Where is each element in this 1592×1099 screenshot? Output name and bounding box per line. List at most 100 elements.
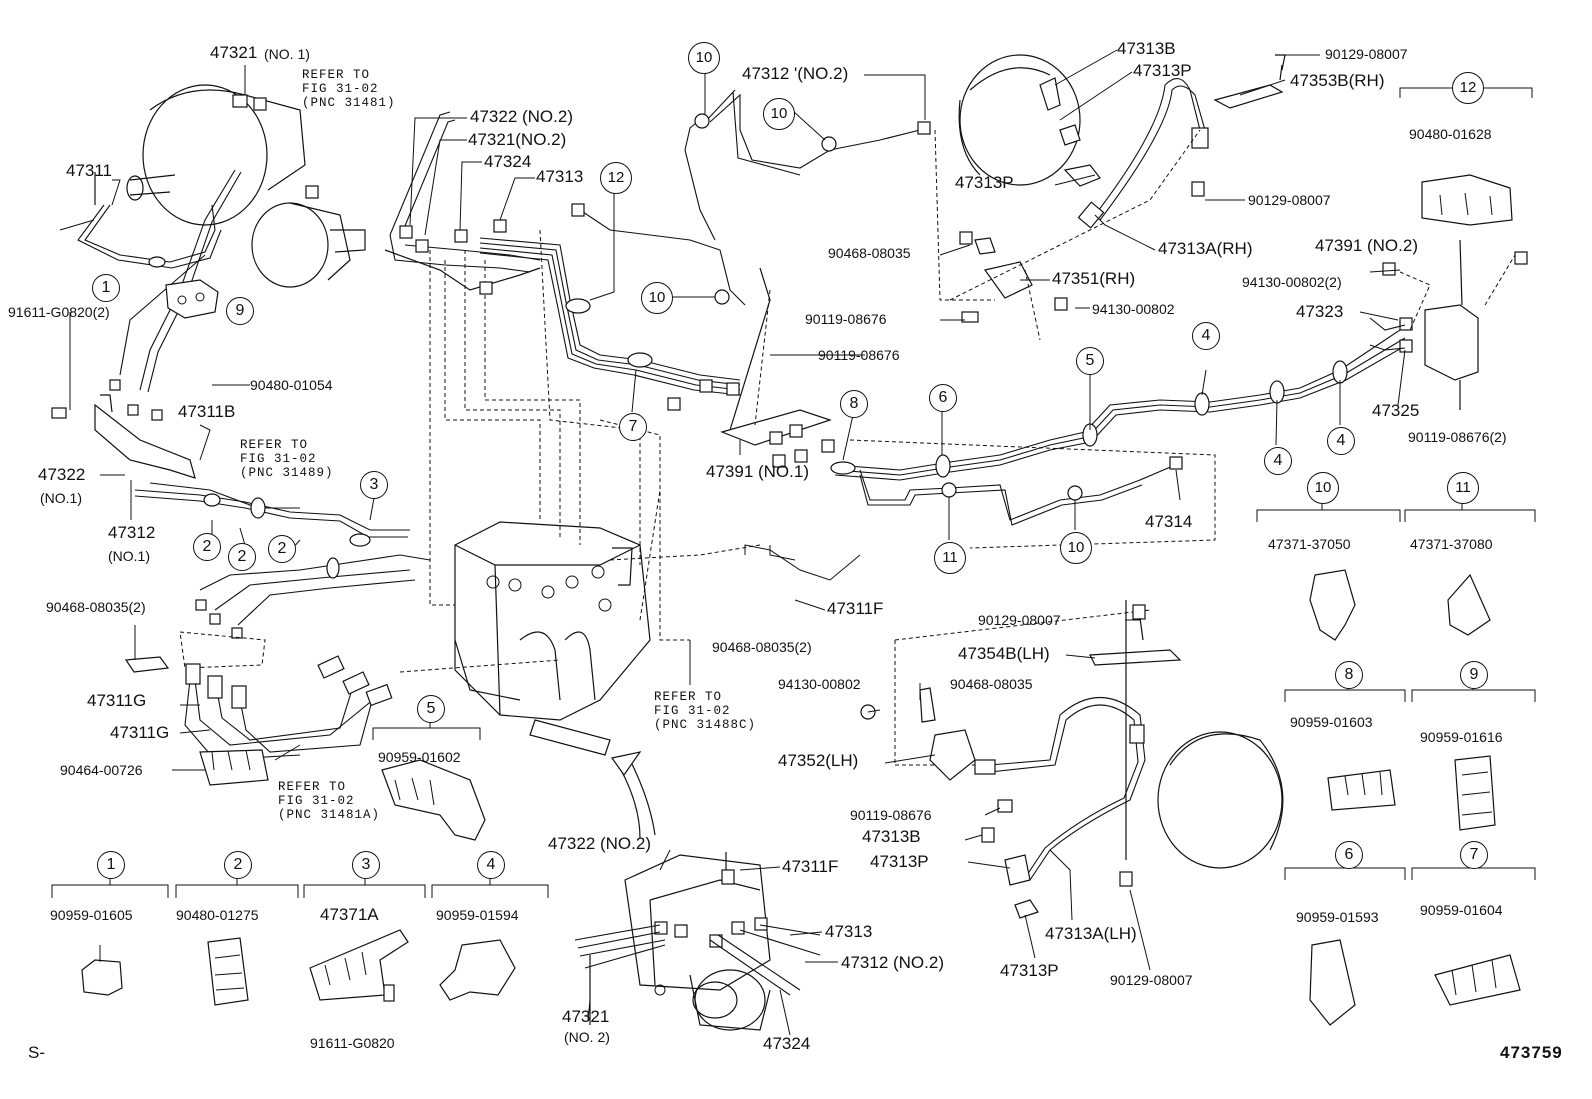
- label-47314: 47314: [1145, 512, 1193, 531]
- label-47353b-rh: 47353B(RH): [1290, 71, 1385, 90]
- callout-9-kit: 9: [1460, 661, 1488, 689]
- label-47321-bot: 47321: [562, 1007, 610, 1026]
- label-90129-08007-c: 90129-08007: [978, 612, 1061, 628]
- label-47354b-lh: 47354B(LH): [958, 644, 1050, 663]
- label-47325: 47325: [1372, 401, 1420, 420]
- callout-10-bottom: 10: [1060, 532, 1092, 564]
- label-90129-08007-d: 90129-08007: [1110, 972, 1193, 988]
- callout-4a: 4: [1192, 322, 1220, 350]
- kit-insets-left: [51, 720, 549, 1006]
- label-no1-c: (NO.1): [108, 548, 150, 564]
- callout-7: 7: [619, 413, 647, 441]
- kit-6-part: 90959-01593: [1296, 909, 1379, 925]
- label-47311: 47311: [66, 161, 113, 180]
- label-47313-bot: 47313: [825, 922, 873, 941]
- label-47312-no1: 47312: [108, 523, 156, 542]
- kit-3b-part: 91611-G0820: [310, 1035, 395, 1051]
- label-94130-00802-2: 94130-00802(2): [1242, 274, 1342, 290]
- label-47313-top: 47313: [536, 167, 584, 186]
- callout-12-top: 12: [600, 162, 632, 194]
- callout-1-kit: 1: [97, 851, 125, 879]
- callout-6-kit: 6: [1335, 841, 1363, 869]
- label-47321-no2-top: 47321(NO.2): [468, 130, 567, 149]
- label-90480-01628: 90480-01628: [1409, 126, 1492, 142]
- label-47311g-a: 47311G: [87, 691, 147, 710]
- callout-10-mid: 10: [763, 98, 795, 130]
- kit-3-part: 47371A: [320, 905, 379, 924]
- refer-note-31489: REFER TO FIG 31-02 (PNC 31489): [240, 438, 334, 480]
- label-47313a-lh: 47313A(LH): [1045, 924, 1137, 943]
- label-90959-01602: 90959-01602: [378, 749, 461, 765]
- label-47313p-top: 47313P: [1133, 61, 1192, 80]
- label-90468-08035-2a: 90468-08035(2): [46, 599, 146, 615]
- refer-note-31488c: REFER TO FIG 31-02 (PNC 31488C): [654, 690, 757, 732]
- callout-10-top: 10: [688, 42, 720, 74]
- callout-10-kit: 10: [1307, 472, 1339, 504]
- label-90119-08676-b: 90119-08676: [818, 347, 900, 363]
- label-90468-08035-a: 90468-08035: [828, 245, 911, 261]
- label-47312-no2-bot: 47312 (NO.2): [841, 953, 944, 972]
- callout-11-kit: 11: [1447, 472, 1479, 504]
- refer-note-31481: REFER TO FIG 31-02 (PNC 31481): [302, 68, 396, 110]
- callout-4-kit: 4: [477, 851, 505, 879]
- callout-2b: 2: [228, 543, 256, 571]
- label-47313b-top: 47313B: [1117, 39, 1176, 58]
- label-no2-bot: (NO. 2): [564, 1029, 610, 1045]
- label-90119-08676-c: 90119-08676: [850, 807, 932, 823]
- label-47324-top: 47324: [484, 152, 532, 171]
- kit-2-part: 90480-01275: [176, 907, 259, 923]
- callout-4c: 4: [1327, 427, 1355, 455]
- callout-10-left: 10: [641, 282, 673, 314]
- label-47322-no2-top: 47322 (NO.2): [470, 107, 573, 126]
- label-91611-g0820-2: 91611-G0820(2): [8, 304, 110, 320]
- label-90468-08035-b: 90468-08035: [950, 676, 1033, 692]
- footer-code: 473759: [1500, 1043, 1563, 1062]
- callout-3-kit: 3: [352, 851, 380, 879]
- label-47311f-b: 47311F: [782, 857, 839, 876]
- callout-2a: 2: [193, 533, 221, 561]
- label-47352-lh: 47352(LH): [778, 751, 859, 770]
- kit-4-part: 90959-01594: [436, 907, 519, 923]
- label-94130-00802-b: 94130-00802: [778, 676, 861, 692]
- label-47321-no1: 47321: [210, 43, 258, 62]
- callout-5-kit: 5: [417, 695, 445, 723]
- label-90468-08035-2b: 90468-08035(2): [712, 639, 812, 655]
- callout-2c: 2: [268, 535, 296, 563]
- kit-10-part: 47371-37050: [1268, 536, 1351, 552]
- callout-11: 11: [934, 542, 966, 574]
- kit-9-part: 90959-01616: [1420, 729, 1503, 745]
- callout-8: 8: [840, 390, 868, 418]
- label-47323: 47323: [1296, 302, 1344, 321]
- label-90119-08676-a: 90119-08676: [805, 311, 887, 327]
- refer-note-31481a: REFER TO FIG 31-02 (PNC 31481A): [278, 780, 381, 822]
- actuator-bottom-drawing: [624, 854, 771, 1031]
- label-47322-no2-bot: 47322 (NO.2): [548, 834, 651, 853]
- label-47322-no1: 47322: [38, 465, 86, 484]
- label-90129-08007-a: 90129-08007: [1325, 46, 1408, 62]
- label-47391-no1: 47391 (NO.1): [706, 462, 809, 481]
- label-47312-no2-top: 47312 '(NO.2): [742, 64, 849, 83]
- label-no1-b: (NO.1): [40, 490, 82, 506]
- callout-3: 3: [360, 471, 388, 499]
- callout-9: 9: [226, 297, 254, 325]
- callout-5: 5: [1076, 347, 1104, 375]
- label-47311b: 47311B: [178, 402, 236, 421]
- kit-8-part: 90959-01603: [1290, 714, 1373, 730]
- callout-4b: 4: [1264, 447, 1292, 475]
- label-47313p-bot: 47313P: [870, 852, 929, 871]
- label-47311f-a: 47311F: [827, 599, 884, 618]
- footer-left: S-: [28, 1043, 45, 1062]
- label-no1-a: (NO. 1): [264, 46, 310, 62]
- callout-7-kit: 7: [1460, 841, 1488, 869]
- callout-8-kit: 8: [1335, 661, 1363, 689]
- kit-7-part: 90959-01604: [1420, 902, 1503, 918]
- kit-insets-right: [1256, 80, 1536, 1026]
- callout-12-kit: 12: [1452, 72, 1484, 104]
- label-47311g-b: 47311G: [110, 723, 170, 742]
- kit-11-part: 47371-37080: [1410, 536, 1493, 552]
- label-94130-00802-a: 94130-00802: [1092, 301, 1175, 317]
- label-47391-no2: 47391 (NO.2): [1315, 236, 1418, 255]
- label-47313a-rh: 47313A(RH): [1158, 239, 1253, 258]
